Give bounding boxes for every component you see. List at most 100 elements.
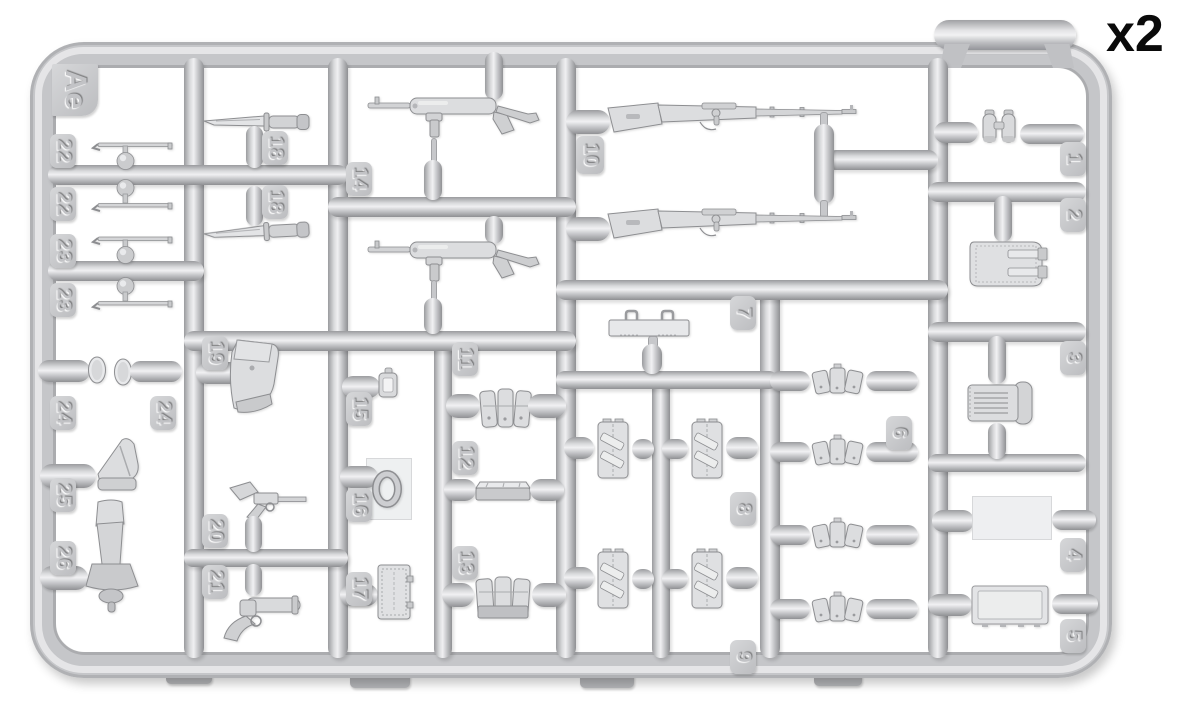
part-tag-label: 22 <box>52 138 75 164</box>
flare-pistol-holster-part <box>85 499 139 613</box>
runner-gate-pill <box>866 525 918 545</box>
part-tag-18: 18 <box>262 185 288 219</box>
part-tag-22: 22 <box>50 134 76 168</box>
part-tag-label: 15 <box>348 396 371 422</box>
runner-divider-1 <box>184 58 204 658</box>
runner-gate-pill <box>726 437 758 459</box>
oval-lid-part <box>88 356 106 384</box>
runner-gate-pill <box>130 361 182 382</box>
part-tag-16: 16 <box>346 488 372 522</box>
part-tag-21: 21 <box>202 565 228 599</box>
runner-gate-pill <box>770 371 810 391</box>
runner-gate-pill <box>632 569 654 589</box>
runner-gate-pill <box>532 583 566 607</box>
storage-box-lid-part <box>971 585 1049 627</box>
part-tag-label: 24 <box>152 400 175 426</box>
bayonet-part <box>203 221 310 242</box>
part-tag-24: 24 <box>50 396 76 430</box>
part-tag-18: 18 <box>262 131 288 165</box>
runner-bar <box>328 197 576 217</box>
gas-cape-pouch-part <box>691 548 723 609</box>
gas-cape-pouch-part <box>597 418 629 479</box>
part-tag-1: 1 <box>1060 142 1086 176</box>
part-tag-26: 26 <box>50 541 76 575</box>
runner-gate-pill <box>246 126 263 168</box>
part-tag-label: 23 <box>52 238 75 264</box>
runner-divider-3 <box>434 334 452 658</box>
part-tag-label: 26 <box>52 545 75 571</box>
part-tag-label: 18 <box>264 189 287 215</box>
oval-ring-part <box>372 470 402 508</box>
pistol-holster-part <box>229 339 279 413</box>
runner-gate-pill <box>934 122 978 143</box>
part-tag-10: 10 <box>576 136 604 174</box>
runner-gate-pill <box>642 344 662 374</box>
runner-bar <box>928 182 1086 202</box>
part-tag-15: 15 <box>346 392 372 426</box>
part-tag-label: 13 <box>454 550 477 576</box>
part-tag-label: 19 <box>204 340 227 366</box>
entrenching-tool-cover-part <box>969 241 1048 287</box>
bayonet-part <box>203 112 310 132</box>
rifle-ammo-pouch-part <box>811 591 864 623</box>
part-tag-label: 14 <box>348 166 371 192</box>
part-tag-17: 17 <box>346 572 372 606</box>
runner-divider-5 <box>652 378 670 658</box>
runner-divider-2 <box>328 58 348 658</box>
pistol-part <box>229 481 307 520</box>
runner-gate-pill <box>564 437 594 459</box>
holster-part <box>97 438 139 491</box>
part-tag-label: 4 <box>1062 548 1085 562</box>
sprue-letter-label: Ae <box>58 69 92 111</box>
flare-pistol-part <box>223 595 301 642</box>
part-tag-label: 20 <box>204 518 227 544</box>
runner-gate-pill <box>424 160 442 200</box>
runner-gate-pill <box>446 394 480 418</box>
part-tag-3: 3 <box>1060 341 1086 375</box>
pouch-flap-part <box>377 564 414 620</box>
part-tag-label: 25 <box>52 482 75 508</box>
cleaning-rod-part <box>90 179 173 212</box>
kar98k-rifle-part <box>607 208 857 239</box>
runner-gate-pill <box>632 439 654 459</box>
part-tag-24: 24 <box>150 396 176 430</box>
part-tag-label: 17 <box>348 576 371 602</box>
cleaning-rod-part <box>90 142 173 170</box>
part-tag-label: 8 <box>732 502 755 516</box>
part-tag-11: 11 <box>452 342 478 376</box>
part-tag-4: 4 <box>1060 538 1086 572</box>
part-tag-2: 2 <box>1060 198 1086 232</box>
runner-gate-pill <box>988 336 1006 384</box>
cleaning-rod-part <box>90 277 173 310</box>
runner-gate-pill <box>245 516 262 552</box>
runner-gate-pill <box>528 394 566 418</box>
runner-gate-pill <box>485 216 503 244</box>
runner-gate-pill <box>928 594 972 616</box>
part-tag-8: 8 <box>730 492 756 526</box>
runner-gate-pill <box>994 196 1012 242</box>
runner-gate-pill <box>566 110 610 134</box>
rifle-ammo-pouch-part <box>811 363 864 395</box>
runner-gate-pill <box>444 479 476 501</box>
quantity-multiplier-label: x2 <box>1106 5 1164 63</box>
runner-gate-pill <box>866 599 918 619</box>
part-tag-20: 20 <box>202 514 228 548</box>
part-tag-25: 25 <box>50 478 76 512</box>
runner-gate-pill <box>770 599 810 619</box>
runner-bar <box>556 371 778 389</box>
mp40-magazine-pouch-part <box>475 576 531 619</box>
part-tag-label: 5 <box>1062 629 1085 643</box>
part-tag-22: 22 <box>50 187 76 221</box>
kar98k-rifle-part <box>607 102 857 133</box>
runner-gate-pill <box>564 567 594 589</box>
runner-gate-pill <box>866 371 918 391</box>
part-tag-label: 9 <box>732 650 755 664</box>
buckle-part <box>378 367 398 398</box>
runner-gate-pill <box>662 569 688 589</box>
part-tag-label: 3 <box>1062 351 1085 365</box>
runner-gate-pill <box>485 52 503 100</box>
part-tag-7: 7 <box>730 296 756 330</box>
runner-gate-pill <box>442 583 474 607</box>
flat-panel-part <box>972 496 1052 540</box>
part-tag-label: 10 <box>579 142 602 168</box>
